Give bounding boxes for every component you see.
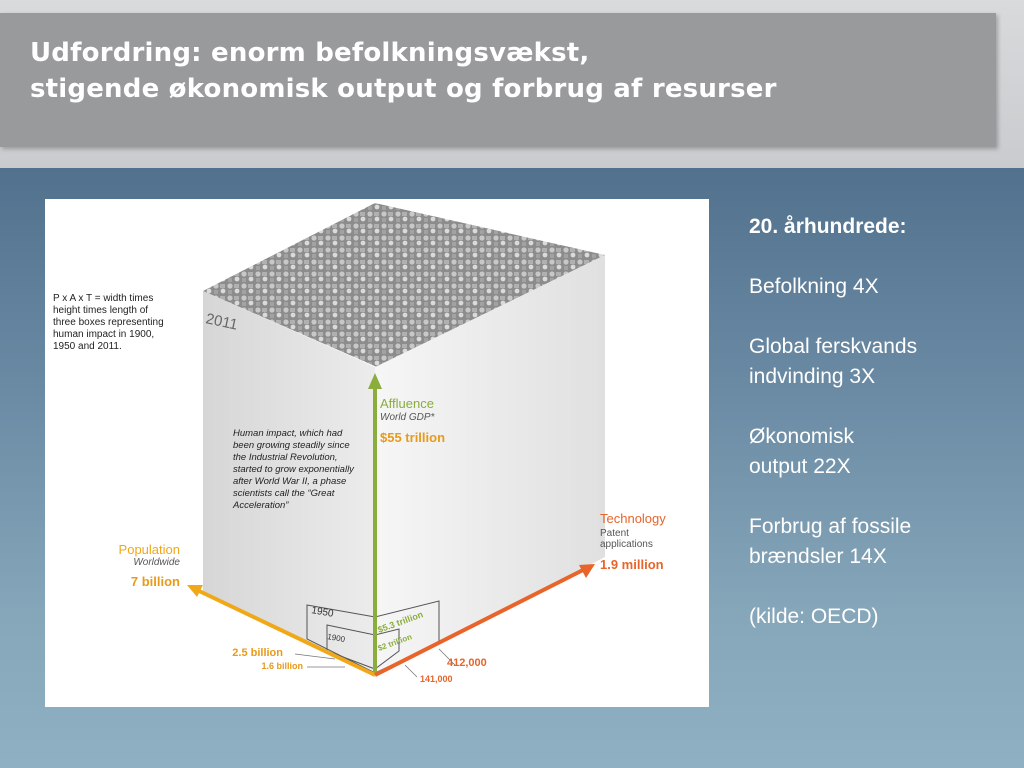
- fact-freshwater-line-1: Global ferskvands: [749, 335, 918, 358]
- year-2011-label: 2011: [204, 310, 239, 333]
- fact-economic-output-line-2: output 22X: [749, 455, 851, 478]
- technology-sublabel-2: applications: [600, 539, 653, 550]
- population-label: Population: [118, 542, 180, 557]
- technology-1950-value: 412,000: [447, 657, 487, 669]
- slide-title: Udfordring: enorm befolkningsvækst, stig…: [30, 35, 777, 107]
- affluence-value: $55 trillion: [380, 430, 446, 445]
- technology-arrow: [374, 567, 586, 677]
- fact-economic-output: Økonomisk output 22X: [749, 422, 1009, 482]
- technology-arrowhead: [579, 564, 595, 578]
- technology-label: Technology: [600, 511, 666, 526]
- population-arrowhead: [187, 585, 203, 597]
- impact-note: Human impact, which had been growing ste…: [233, 428, 354, 511]
- great-acceleration-figure: 2011 1950 1900 $5.3 trillion $2 trillion…: [45, 199, 709, 707]
- leader-line: [438, 648, 456, 666]
- cube-illustration: 2011 1950 1900 $5.3 trillion $2 trillion: [187, 203, 605, 678]
- slide-title-line-2: stigende økonomisk output og forbrug af …: [30, 74, 777, 104]
- cube-top-junk: [203, 203, 605, 367]
- affluence-arrowhead: [368, 373, 382, 389]
- technology-1900-value: 141,000: [420, 674, 453, 684]
- box-1950-year: 1950: [310, 605, 334, 620]
- affluence-label: Affluence: [380, 396, 434, 411]
- technology-value: 1.9 million: [600, 557, 664, 572]
- pat-note: P x A x T = width times height times len…: [53, 293, 164, 352]
- title-box: Udfordring: enorm befolkningsvækst, stig…: [0, 13, 996, 147]
- fact-freshwater-line-2: indvinding 3X: [749, 365, 876, 388]
- population-1950-value: 2.5 billion: [232, 647, 283, 659]
- fact-fossil-fuels-line-2: brændsler 14X: [749, 545, 887, 568]
- leader-line: [294, 653, 336, 660]
- technology-sublabel-1: Patent: [600, 528, 629, 539]
- fact-freshwater: Global ferskvands indvinding 3X: [749, 332, 1009, 392]
- sidebar-facts: 20. århundrede: Befolkning 4X Global fer…: [749, 212, 1009, 632]
- cube-right-face: [375, 255, 605, 677]
- cube-left-face: [203, 291, 375, 677]
- population-sublabel: Worldwide: [133, 557, 180, 568]
- box-1900-year: 1900: [327, 632, 347, 644]
- fact-fossil-fuels: Forbrug af fossile brændsler 14X: [749, 512, 1009, 572]
- fact-population: Befolkning 4X: [749, 275, 879, 298]
- population-arrow: [194, 587, 376, 677]
- population-1900-value: 1.6 billion: [261, 661, 303, 671]
- fact-fossil-fuels-line-1: Forbrug af fossile: [749, 515, 912, 538]
- affluence-sublabel: World GDP*: [380, 412, 435, 423]
- sidebar-heading: 20. århundrede:: [749, 215, 907, 238]
- population-value: 7 billion: [130, 574, 180, 589]
- leader-line: [404, 664, 418, 678]
- source-note: (kilde: OECD): [749, 605, 879, 628]
- fact-economic-output-line-1: Økonomisk: [749, 425, 855, 448]
- slide-title-line-1: Udfordring: enorm befolkningsvækst,: [30, 38, 590, 68]
